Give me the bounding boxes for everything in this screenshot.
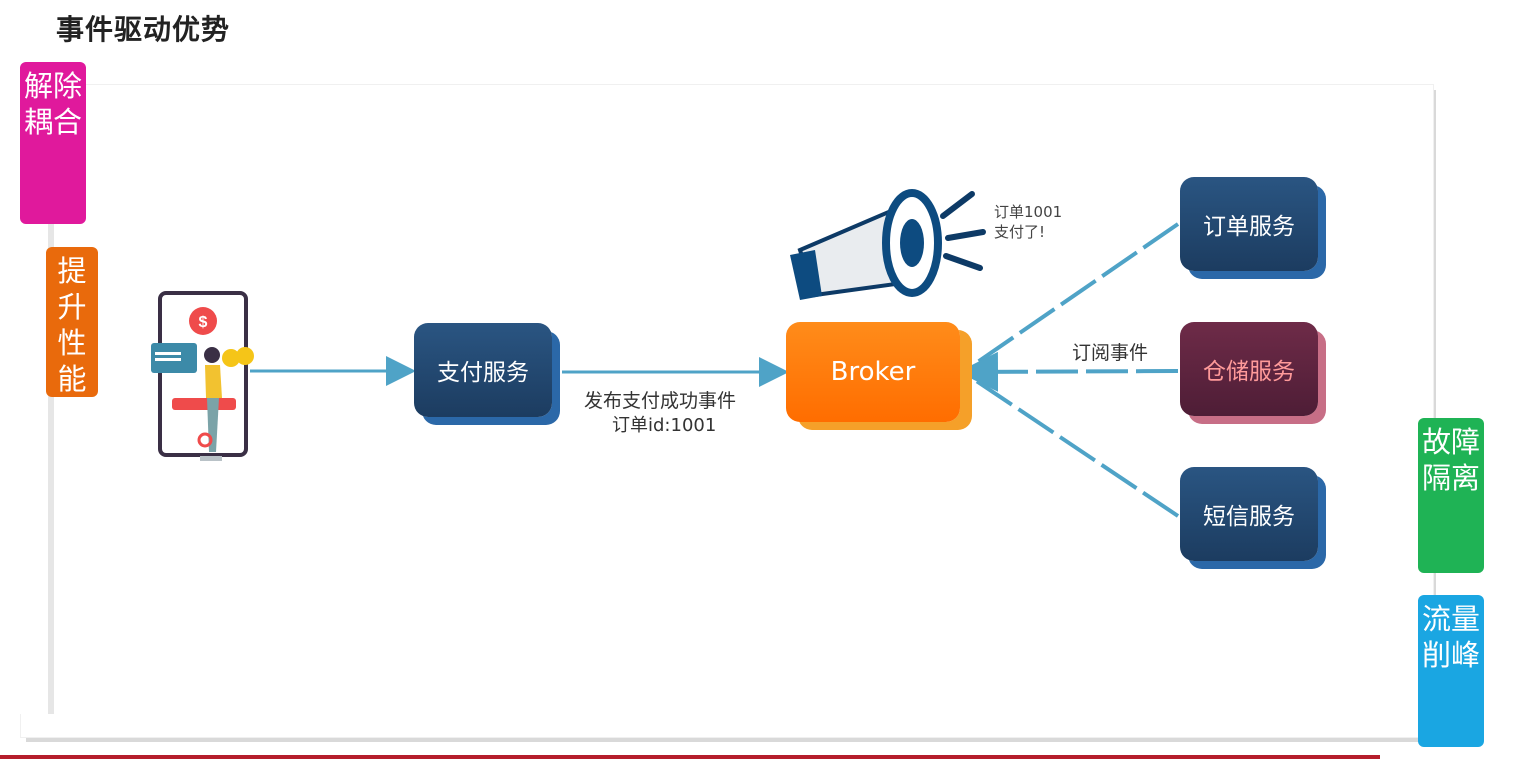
- megaphone-icon: [790, 189, 986, 300]
- bottom-divider: [0, 755, 1380, 759]
- phone-payment-user-icon: $: [151, 291, 254, 461]
- tag-peak-shaving: 流量削峰: [1418, 595, 1484, 747]
- subscribe-line-sms: [964, 372, 1180, 518]
- tag-performance: 提升性能: [46, 247, 98, 397]
- svg-text:$: $: [199, 314, 208, 331]
- tag-decoupling: 解除耦合: [20, 62, 86, 224]
- sms-service-node: 短信服务: [1180, 467, 1318, 561]
- pay-service-node: 支付服务: [414, 323, 552, 417]
- page-title: 事件驱动优势: [56, 13, 231, 46]
- announcement-line-1: 订单1001: [994, 203, 1063, 221]
- tag-fault-isolation: 故障隔离: [1418, 418, 1484, 573]
- order-service-node: 订单服务: [1180, 177, 1318, 271]
- subscribe-event-label: 订阅事件: [1072, 342, 1149, 364]
- subscribe-line-order: [964, 222, 1180, 372]
- publish-event-label: 发布支付成功事件: [584, 390, 737, 412]
- announcement-line-2: 支付了!: [994, 223, 1046, 241]
- storage-service-node: 仓储服务: [1180, 322, 1318, 416]
- subscribe-line-storage: [958, 351, 1179, 392]
- publish-order-id-label: 订单id:1001: [612, 415, 717, 436]
- broker-node: Broker: [786, 322, 960, 422]
